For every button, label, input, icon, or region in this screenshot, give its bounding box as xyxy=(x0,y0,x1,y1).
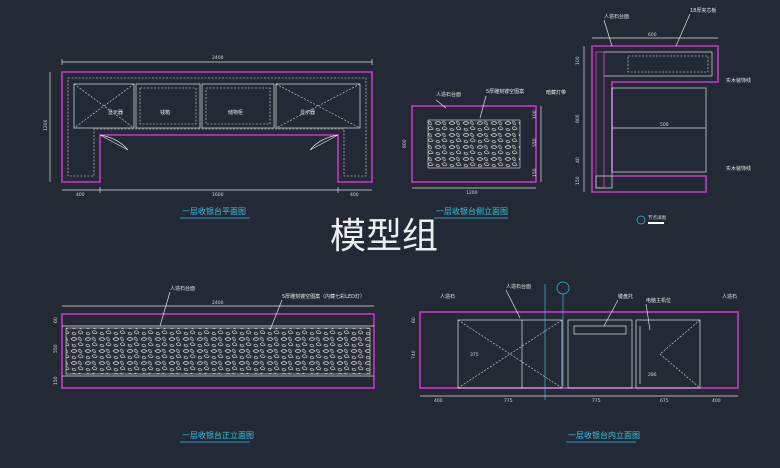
plan-title: 一层收银台平面图 xyxy=(182,206,246,216)
inner-label-host: 电脑主机位 xyxy=(646,297,671,304)
section-dim-c: 150 xyxy=(575,176,581,185)
side-dim-c: 150 xyxy=(532,168,538,177)
inner-label-top: 人造石台面 xyxy=(506,283,531,290)
section-label-board: 18厚夹芯板 xyxy=(690,7,716,14)
front-label-top: 人造石台面 xyxy=(170,285,195,292)
side-elevation: 人造石台面 5厚雕刻镂空图案 1200 800 100 550 150 一层收银… xyxy=(402,88,542,219)
plan-dim-depth: 1200 xyxy=(43,119,49,131)
inner-dim-4: 675 xyxy=(660,398,669,404)
section-detail: 人造石台面 18厚夹芯板 暗藏灯带 实木装饰线 实木装饰线 600 500 80… xyxy=(546,7,751,225)
inner-label-left: 人造石 xyxy=(440,293,455,300)
section-dim-inner: 500 xyxy=(660,122,669,128)
plan-label-cashbox: 钱箱 xyxy=(160,109,170,116)
front-elevation: 人造石台面 5厚雕刻镂空图案（内藏七彩LED灯） 2400 60 550 150… xyxy=(53,285,375,443)
section-legend: 节点详图 xyxy=(648,214,666,221)
side-title: 一层收银台侧立面图 xyxy=(436,206,508,216)
watermark-text: 模型组 xyxy=(330,216,438,257)
side-dim-a: 100 xyxy=(532,110,538,119)
section-label-edge1: 实木装饰线 xyxy=(726,77,751,84)
inner-dim-286: 286 xyxy=(648,372,657,378)
front-dim-a: 60 xyxy=(53,317,59,323)
plan-dim-right: 400 xyxy=(350,192,359,198)
inner-dim-a: 60 xyxy=(411,317,417,323)
side-carved-panel xyxy=(427,119,521,169)
inner-title: 一层收银台内立面图 xyxy=(568,430,640,440)
side-dim-width: 1200 xyxy=(466,190,478,196)
plan-view: 显示器 钱箱 储物柜 显示器 2400 1200 400 1600 400 一层… xyxy=(43,55,373,219)
section-dim-b: 40 xyxy=(575,157,581,163)
section-dim-h: 800 xyxy=(575,114,581,123)
side-dim-b: 550 xyxy=(532,138,538,147)
front-dim-b: 550 xyxy=(53,344,59,353)
side-label-top: 人造石台面 xyxy=(436,91,461,98)
front-title: 一层收银台正立面图 xyxy=(182,430,254,440)
plan-label-storage: 储物柜 xyxy=(228,109,243,116)
side-label-panel: 5厚雕刻镂空图案 xyxy=(486,88,524,95)
side-dim-height: 800 xyxy=(402,139,408,148)
front-dim-width: 2400 xyxy=(212,300,224,306)
plan-dim-total: 2400 xyxy=(212,55,224,61)
inner-label-keyboard: 键盘托 xyxy=(618,293,633,300)
plan-label-monitor-2: 显示器 xyxy=(300,110,315,116)
inner-dim-3: 775 xyxy=(592,398,601,404)
plan-dim-left: 400 xyxy=(76,192,85,198)
inner-dim-375: 375 xyxy=(470,352,479,358)
section-dim-width: 600 xyxy=(648,32,657,38)
plan-label-monitor: 显示器 xyxy=(108,110,123,116)
inner-dim-5: 400 xyxy=(712,398,721,404)
front-carved-panel xyxy=(65,327,371,375)
section-dim-a: 100 xyxy=(575,56,581,65)
inner-label-right: 人造石 xyxy=(722,293,737,300)
plan-dim-mid: 1600 xyxy=(212,192,224,198)
inner-dim-1: 400 xyxy=(434,398,443,404)
section-label-top: 人造石台面 xyxy=(604,13,629,20)
inner-elevation: 人造石 人造石台面 键盘托 电脑主机位 人造石 375 286 60 740 4… xyxy=(411,281,739,443)
section-label-frame: 暗藏灯带 xyxy=(546,89,566,96)
plan-outline xyxy=(61,71,373,183)
front-dim-c: 150 xyxy=(53,376,59,385)
inner-dim-h: 740 xyxy=(411,350,417,359)
inner-dim-2: 775 xyxy=(504,398,513,404)
section-label-edge2: 实木装饰线 xyxy=(726,165,751,172)
front-label-panel: 5厚雕刻镂空图案（内藏七彩LED灯） xyxy=(282,293,365,300)
